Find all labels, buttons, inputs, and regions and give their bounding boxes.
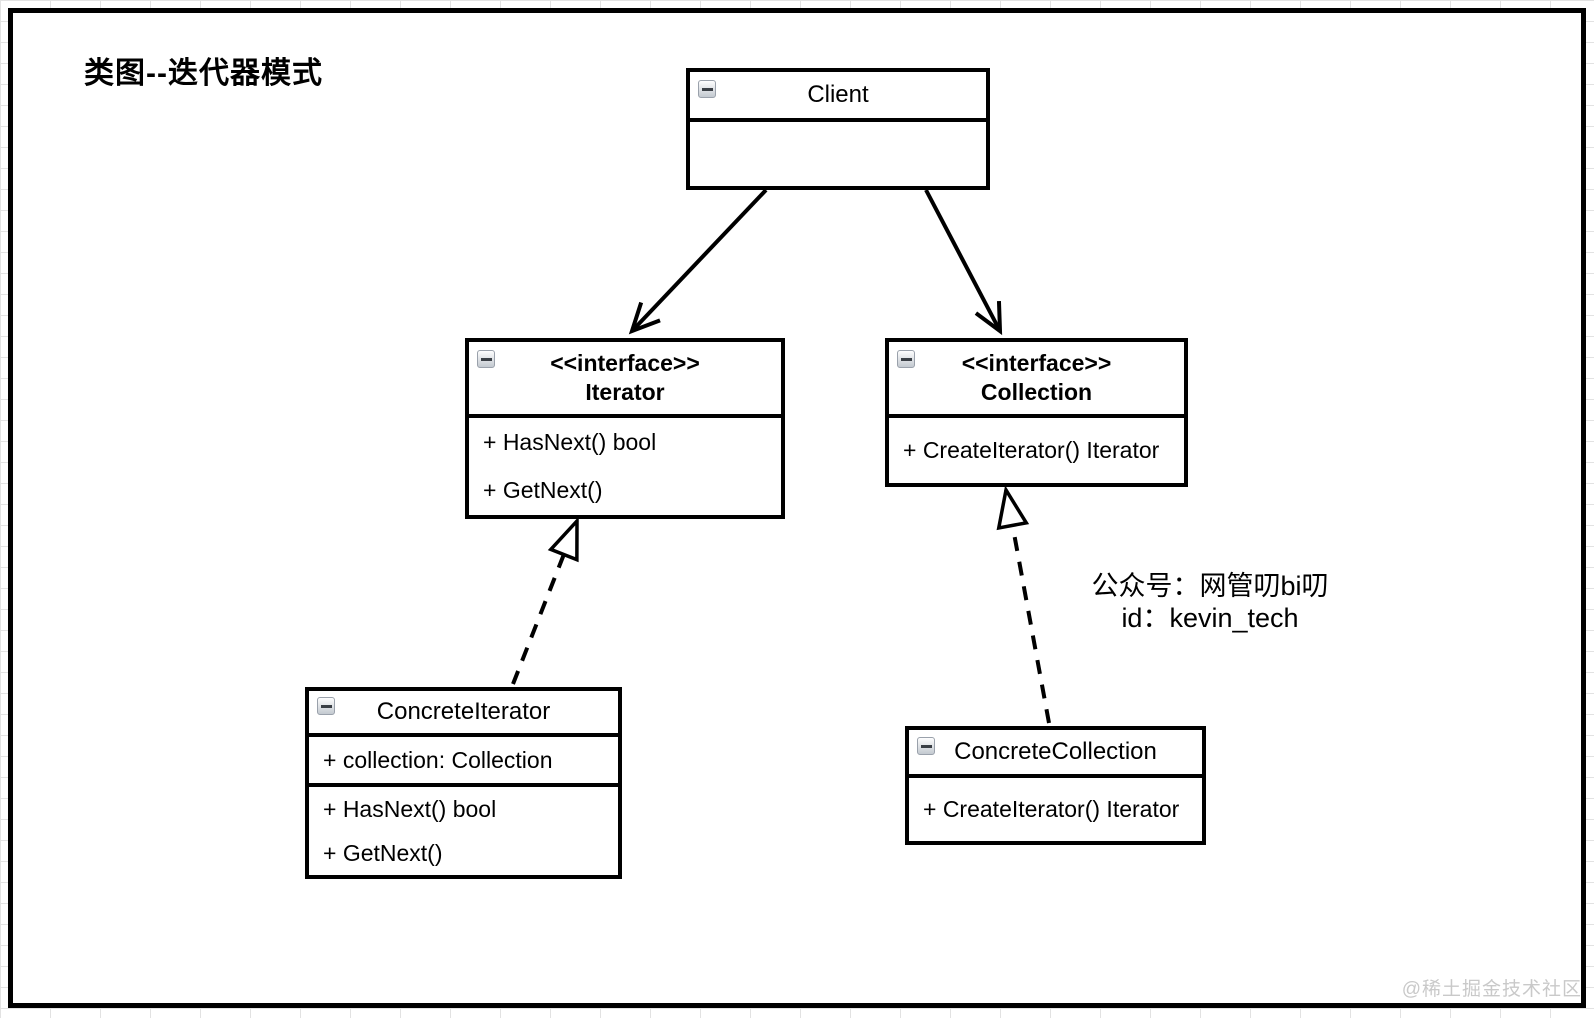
- attributes-compartment-concrete-iterator: + collection: Collection: [309, 737, 618, 787]
- method-item: + CreateIterator() Iterator: [923, 796, 1180, 822]
- stereotype-label: <<interface>>: [550, 350, 700, 376]
- method-item: + GetNext(): [323, 839, 443, 866]
- minus-icon: [920, 744, 932, 748]
- collapse-icon[interactable]: [917, 737, 935, 755]
- class-name: ConcreteCollection: [954, 738, 1157, 765]
- class-body-client: [690, 122, 986, 186]
- class-header-client: Client: [690, 72, 986, 122]
- class-box-concrete-iterator: ConcreteIterator + collection: Collectio…: [305, 687, 622, 879]
- wechat-account-line: 公众号：网管叨bi叨: [1091, 571, 1329, 601]
- minus-icon: [701, 87, 713, 91]
- class-name: ConcreteIterator: [376, 698, 551, 725]
- collapse-icon[interactable]: [698, 80, 716, 98]
- wechat-id-line: id：kevin_tech: [1121, 603, 1299, 633]
- class-name: Client: [807, 81, 869, 108]
- diagram-title: 类图--迭代器模式: [84, 57, 323, 90]
- methods-compartment-concrete-collection: + CreateIterator() Iterator: [909, 778, 1202, 841]
- method-item: + GetNext(): [483, 477, 603, 504]
- collapse-icon[interactable]: [317, 697, 335, 715]
- class-header-collection: <<interface>> Collection: [889, 342, 1184, 418]
- method-item: + HasNext() bool: [323, 795, 497, 822]
- class-box-collection: <<interface>> Collection + CreateIterato…: [885, 338, 1188, 487]
- method-item: + HasNext() bool: [483, 428, 657, 455]
- stereotype-label: <<interface>>: [961, 350, 1112, 376]
- methods-compartment-iterator: + HasNext() bool + GetNext(): [469, 418, 781, 515]
- class-box-concrete-collection: ConcreteCollection + CreateIterator() It…: [905, 726, 1206, 845]
- class-name: Iterator: [585, 379, 665, 405]
- wechat-annotation: 公众号：网管叨bi叨 id：kevin_tech: [1050, 570, 1370, 634]
- class-box-iterator: <<interface>> Iterator + HasNext() bool …: [465, 338, 785, 519]
- class-header-concrete-collection: ConcreteCollection: [909, 730, 1202, 778]
- class-box-client: Client: [686, 68, 990, 190]
- minus-icon: [320, 704, 332, 708]
- methods-compartment-collection: + CreateIterator() Iterator: [889, 418, 1184, 483]
- collapse-icon[interactable]: [477, 350, 495, 368]
- class-header-concrete-iterator: ConcreteIterator: [309, 691, 618, 737]
- minus-icon: [900, 357, 912, 361]
- watermark: @稀土掘金技术社区: [1401, 979, 1582, 1000]
- collapse-icon[interactable]: [897, 350, 915, 368]
- methods-compartment-concrete-iterator: + HasNext() bool + GetNext(): [309, 787, 618, 875]
- attribute-item: + collection: Collection: [323, 746, 553, 773]
- class-name: Collection: [980, 379, 1093, 405]
- class-header-iterator: <<interface>> Iterator: [469, 342, 781, 418]
- minus-icon: [480, 357, 492, 361]
- method-item: + CreateIterator() Iterator: [903, 437, 1160, 463]
